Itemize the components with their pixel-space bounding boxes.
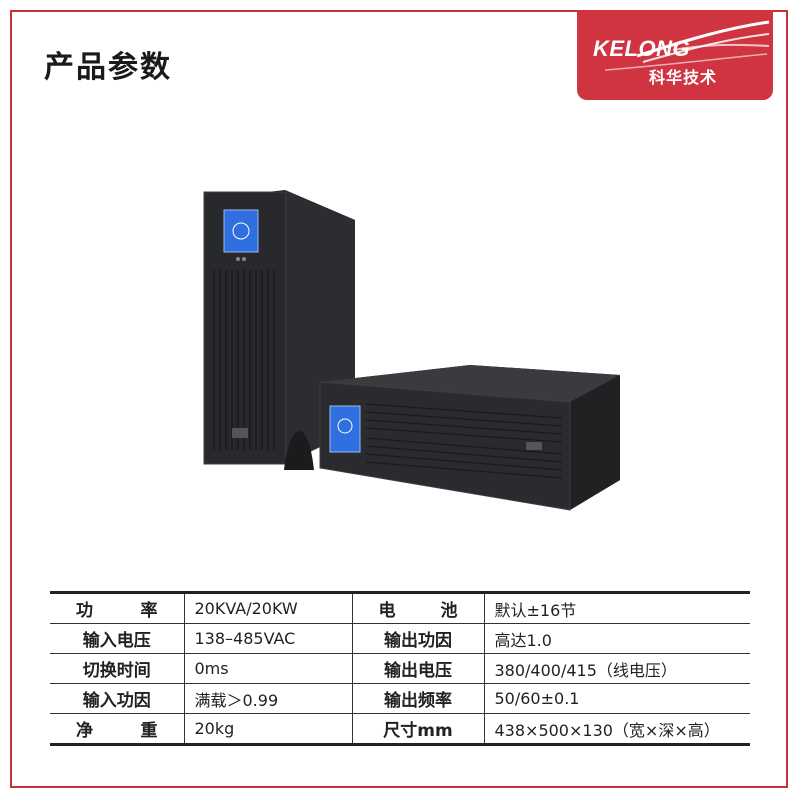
spec-label-spread: 电池: [353, 596, 484, 621]
spec-label: 输出功因: [352, 623, 485, 654]
spec-label-char: 重: [140, 721, 158, 741]
spec-value: 438×500×130（宽×深×高）: [494, 720, 720, 740]
spec-label-char: 率: [140, 601, 158, 621]
spec-label-char: 池: [440, 601, 458, 621]
spec-value: 50/60±0.1: [484, 683, 750, 714]
page-title: 产品参数: [44, 50, 172, 85]
spec-label: 尺寸mm: [352, 713, 485, 745]
spec-value: 20KVA/20KW: [184, 592, 353, 624]
spec-label-spread: 净重: [50, 716, 184, 741]
logo-swoosh-icon: [604, 20, 770, 71]
spec-label: 切换时间: [50, 653, 185, 684]
spec-value: 138–485VAC: [184, 623, 353, 654]
spec-value: 满载＞0.99: [184, 683, 353, 714]
spec-value: 默认±16节: [484, 592, 750, 624]
spec-label-char: 净: [76, 721, 93, 741]
spec-value: 高达1.0: [484, 623, 750, 654]
spec-label-char: 功: [76, 601, 93, 621]
rack-ups-unit: [319, 365, 620, 511]
spec-value: 380/400/415（线电压）: [484, 653, 750, 684]
spec-label-char: 电: [378, 601, 396, 621]
logo-text-en: KELONG: [593, 36, 691, 61]
logo-text-cn: 科华技术: [649, 68, 718, 87]
spec-value: 20kg: [184, 713, 353, 745]
spec-label: 电池: [352, 592, 485, 624]
page-frame: [10, 10, 788, 788]
product-image: [203, 190, 620, 511]
tower-ups-unit: [203, 190, 355, 470]
spec-label: 净重: [50, 713, 185, 745]
tower-lcd-screen: [223, 209, 259, 253]
spec-label-spread: 功率: [50, 596, 184, 621]
spec-label: 输出电压: [352, 653, 485, 684]
spec-label: 输出频率: [352, 683, 485, 714]
spec-value: 0ms: [184, 653, 353, 684]
spec-label: 输入功因: [50, 683, 185, 714]
rack-lcd-screen: [329, 405, 361, 453]
spec-label: 功率: [50, 592, 185, 624]
brand-logo: KELONG 科华技术: [577, 10, 773, 100]
spec-label: 输入电压: [50, 623, 185, 654]
